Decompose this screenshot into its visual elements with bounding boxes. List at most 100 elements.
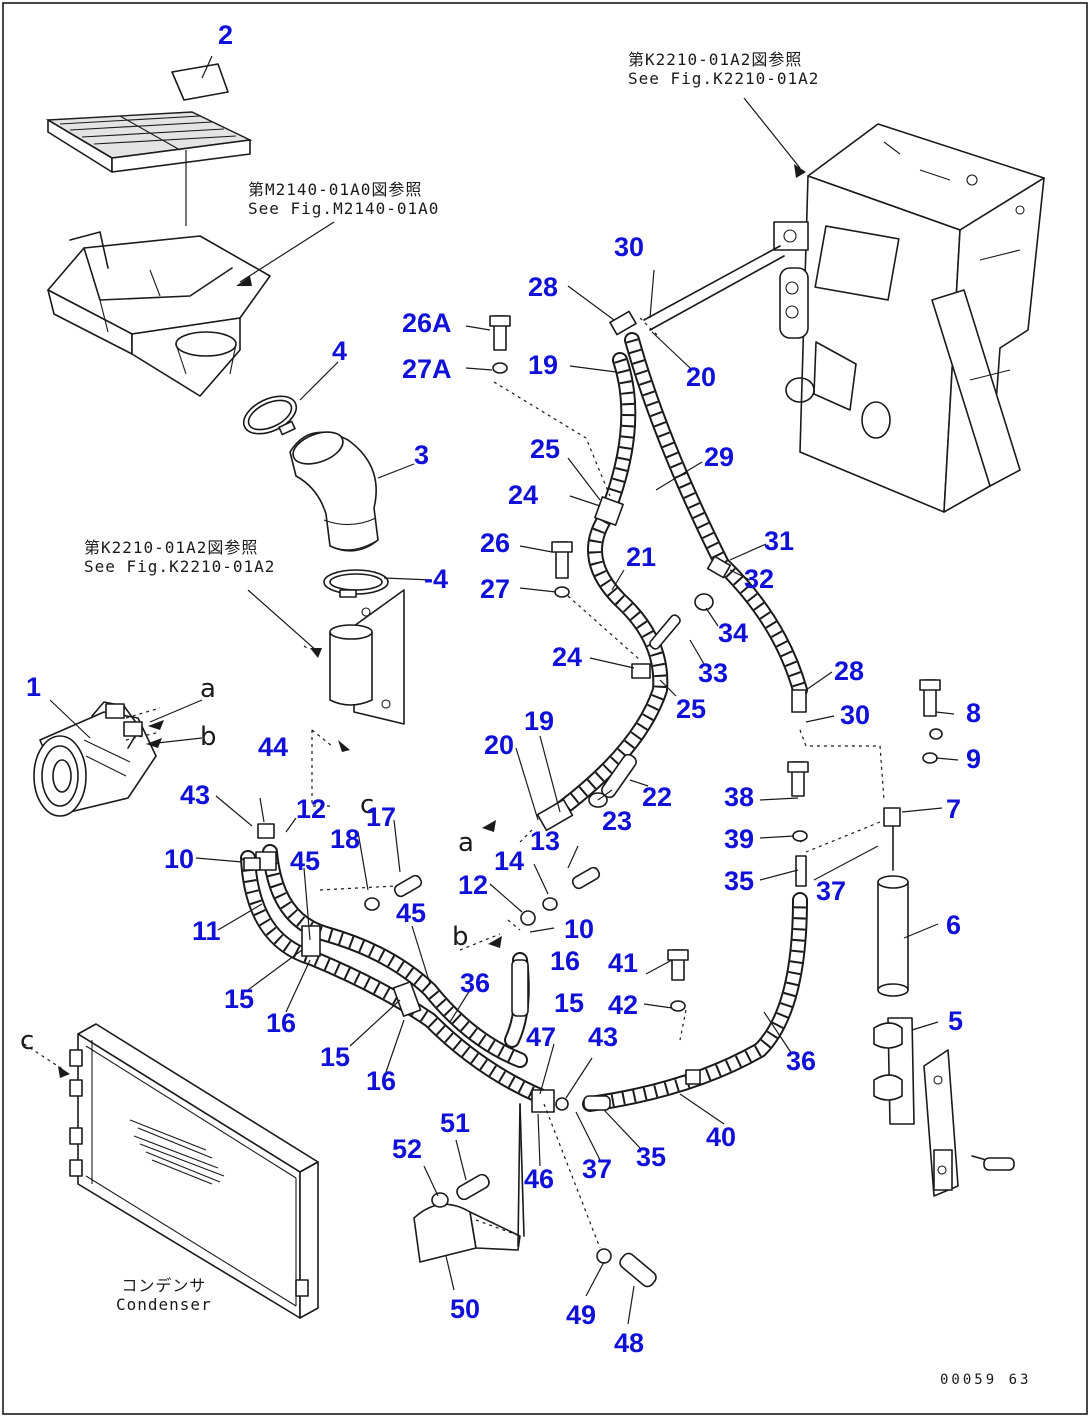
part-label: 43 <box>180 780 211 810</box>
note-condenser-en: Condenser <box>116 1295 212 1315</box>
air-filter-drawing <box>45 63 253 173</box>
part-label: 21 <box>626 542 657 572</box>
part-label: 39 <box>724 824 755 854</box>
part-label: 28 <box>528 272 559 302</box>
part-label: 19 <box>528 350 559 380</box>
connection-letter-c: c <box>360 790 375 820</box>
part-label: 18 <box>330 824 361 854</box>
part-label: 41 <box>608 948 639 978</box>
part-label: 7 <box>946 794 962 824</box>
note-ref-duct: 第K2210-01A2図参照 See Fig.K2210-01A2 <box>84 538 275 576</box>
part-label: 9 <box>966 744 982 774</box>
part-label: 12 <box>296 794 327 824</box>
part-label: -4 <box>424 564 449 594</box>
hose-bracket-drawing <box>413 1103 525 1263</box>
note-ref-unit: 第K2210-01A2図参照 See Fig.K2210-01A2 <box>628 50 819 88</box>
part-label: 27 <box>480 574 511 604</box>
part-label: 20 <box>484 730 515 760</box>
part-label: 13 <box>530 826 561 856</box>
part-label: 3 <box>414 440 430 470</box>
part-label: 24 <box>508 480 539 510</box>
note-ref-duct-jp: 第K2210-01A2図参照 <box>84 538 259 557</box>
part-label: 22 <box>642 782 673 812</box>
part-label: 14 <box>494 846 525 876</box>
part-label: 45 <box>396 898 427 928</box>
note-condenser: コンデンサ Condenser <box>116 1276 212 1314</box>
connection-letter-a: a <box>200 674 216 704</box>
part-label: 26 <box>480 528 511 558</box>
hose-clamp-drawing <box>242 395 389 598</box>
part-label: 1 <box>26 672 42 702</box>
hoses-drawing <box>240 332 808 1112</box>
part-label: 34 <box>718 618 749 648</box>
part-label: 49 <box>566 1300 597 1330</box>
part-label: 12 <box>458 870 489 900</box>
part-label: 10 <box>164 844 195 874</box>
part-label: 43 <box>588 1022 619 1052</box>
part-label: 46 <box>524 1164 555 1194</box>
part-label: 16 <box>550 946 581 976</box>
connection-letter-c: c <box>20 1026 35 1056</box>
part-label: 35 <box>724 866 755 896</box>
part-label: 17 <box>366 802 397 832</box>
part-label: 52 <box>392 1134 423 1164</box>
part-label: 29 <box>704 442 735 472</box>
part-label: 26A <box>402 308 452 338</box>
note-ref-case-en: See Fig.M2140-01A0 <box>248 199 440 219</box>
condenser-drawing <box>69 1023 319 1319</box>
part-label: 30 <box>614 232 645 262</box>
compressor-drawing <box>33 701 157 817</box>
part-label: 36 <box>786 1046 817 1076</box>
part-label: 30 <box>840 700 871 730</box>
part-label: 6 <box>946 910 962 940</box>
part-label: 5 <box>948 1006 964 1036</box>
note-ref-case-jp: 第M2140-01A0図参照 <box>248 180 423 199</box>
part-label: 33 <box>698 658 729 688</box>
part-label: 10 <box>564 914 595 944</box>
part-label: 16 <box>266 1008 297 1038</box>
part-label: 23 <box>602 806 633 836</box>
connection-letter-b: b <box>200 722 217 752</box>
part-label: 38 <box>724 782 755 812</box>
part-label: 42 <box>608 990 639 1020</box>
part-label: 8 <box>966 698 982 728</box>
part-label: 28 <box>834 656 865 686</box>
part-label: 4 <box>332 336 348 366</box>
part-label: 16 <box>366 1066 397 1096</box>
part-label: 48 <box>614 1328 645 1358</box>
drawing-code: 00059 63 <box>940 1372 1032 1388</box>
leader-lines <box>49 55 959 1325</box>
note-condenser-jp: コンデンサ <box>121 1276 207 1295</box>
part-label: 24 <box>552 642 583 672</box>
unit-housing-drawing <box>643 123 1045 513</box>
filter-case-drawing <box>47 231 271 397</box>
part-label: 36 <box>460 968 491 998</box>
part-label: 51 <box>440 1108 471 1138</box>
assembly-lines <box>23 317 885 1249</box>
part-label: 15 <box>320 1042 351 1072</box>
part-label: 15 <box>224 984 255 1014</box>
note-ref-unit-en: See Fig.K2210-01A2 <box>628 69 820 89</box>
receiver-drier-drawing <box>877 807 909 997</box>
note-ref-duct-en: See Fig.K2210-01A2 <box>84 557 276 577</box>
part-label: 45 <box>290 846 321 876</box>
connection-letter-a: a <box>458 828 474 858</box>
part-label: 19 <box>524 706 555 736</box>
duct-elbow-drawing <box>289 431 379 552</box>
part-label: 11 <box>192 916 221 946</box>
part-label: 44 <box>258 732 289 762</box>
part-label: 2 <box>218 20 234 50</box>
part-label: 47 <box>526 1022 557 1052</box>
fittings-drawing <box>243 310 943 1288</box>
part-label: 25 <box>530 434 561 464</box>
part-label: 25 <box>676 694 707 724</box>
part-label: 31 <box>764 526 795 556</box>
part-label: 15 <box>554 988 585 1018</box>
duct-bracket-drawing <box>329 589 405 725</box>
connection-letter-b: b <box>452 922 469 952</box>
part-label: 20 <box>686 362 717 392</box>
part-label: 35 <box>636 1142 667 1172</box>
